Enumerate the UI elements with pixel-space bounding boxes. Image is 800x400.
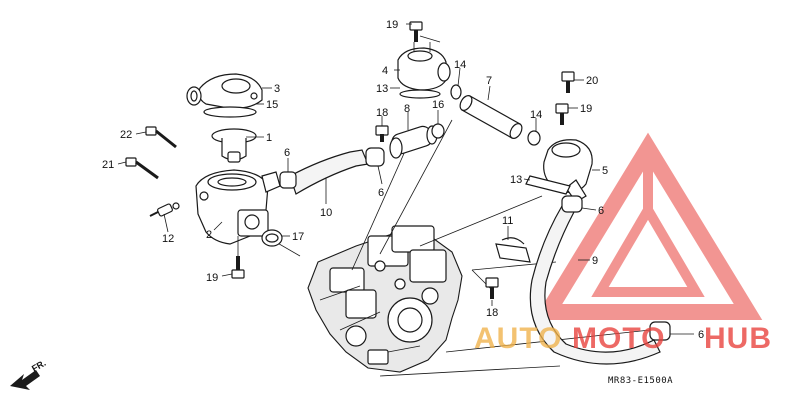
callout-6-hose10-right: 6 (378, 187, 384, 199)
hose-clamp-6b (365, 147, 385, 167)
o-ring-15 (203, 106, 257, 118)
callout-18-upper: 18 (376, 107, 388, 119)
callout-18-lower: 18 (486, 307, 498, 319)
leader-lines (117, 23, 694, 335)
thermostat-housing (195, 169, 281, 256)
drawing-code: MR83-E1500A (608, 376, 673, 386)
callout-22: 22 (120, 129, 132, 141)
joint-pipe-8 (389, 125, 438, 159)
bolt-20 (561, 71, 575, 93)
watermark-logo (533, 132, 763, 320)
front-arrow-icon (10, 370, 40, 390)
hose-10 (279, 147, 385, 195)
callout-17: 17 (292, 231, 304, 243)
callout-19-right: 19 (580, 103, 592, 115)
o-ring-14a (450, 84, 462, 100)
hose-clamp-6d (649, 321, 671, 341)
watermark-triangle-inner (591, 200, 705, 297)
callout-9: 9 (592, 255, 598, 267)
bolt-21 (125, 157, 159, 180)
hose-clamp-6a (279, 171, 297, 189)
callout-8: 8 (404, 103, 410, 115)
thermostat-cover (186, 73, 263, 109)
hose-clip-11 (495, 237, 531, 263)
callout-12: 12 (162, 233, 174, 245)
temperature-sensor-12 (149, 202, 180, 217)
bolt-19-top (409, 21, 423, 42)
thermostat (211, 128, 257, 163)
callout-labels: 3 15 1 22 21 12 2 19 17 6 10 6 18 8 16 1… (102, 19, 704, 341)
callout-11: 11 (502, 215, 513, 227)
watermark-word-auto: AUTO (474, 322, 562, 355)
callout-13-upper: 13 (376, 83, 388, 95)
callout-5: 5 (602, 165, 608, 177)
callout-19-lower: 19 (206, 272, 218, 284)
front-direction-indicator: FR. (10, 358, 48, 390)
callout-2: 2 (206, 229, 212, 241)
bolt-22 (145, 126, 177, 149)
water-joint-4 (397, 42, 451, 91)
o-ring-13a (399, 89, 441, 99)
hose-9 (529, 195, 671, 365)
watermark-text: AUTO MOTO HUB (474, 322, 772, 355)
callout-19-top: 19 (386, 19, 398, 31)
callout-14-left: 14 (454, 59, 466, 71)
o-ring-14b (527, 130, 541, 146)
o-ring-16 (431, 123, 445, 139)
callout-6-hose9-bottom: 6 (698, 329, 704, 341)
hose-clamp-6c (561, 195, 583, 213)
engine-block (307, 225, 463, 373)
watermark-word-moto: MOTO (572, 322, 665, 355)
callout-10: 10 (320, 207, 332, 219)
callout-20: 20 (586, 75, 598, 87)
water-pipe-7 (459, 95, 523, 139)
o-ring-13b (525, 175, 571, 195)
bolt-19-lower (231, 256, 245, 279)
watermark-word-hub: HUB (704, 322, 772, 355)
callout-1: 1 (266, 132, 272, 144)
callout-13-lower: 13 (510, 174, 522, 186)
watermark-triangle-outer (533, 132, 763, 320)
bolt-18-upper (375, 125, 389, 142)
bolt-19-right (555, 103, 569, 125)
water-joint-5 (543, 139, 593, 203)
callout-15: 15 (266, 99, 278, 111)
callout-6-hose9-top: 6 (598, 205, 604, 217)
callout-4: 4 (382, 65, 388, 77)
callout-14-right: 14 (530, 109, 542, 121)
callout-16: 16 (432, 99, 444, 111)
front-label: FR. (30, 358, 48, 374)
bolt-18-lower (485, 277, 499, 299)
callout-3: 3 (274, 83, 280, 95)
callout-7: 7 (486, 75, 492, 87)
callout-21: 21 (102, 159, 114, 171)
callout-6-hose10-left: 6 (284, 147, 290, 159)
